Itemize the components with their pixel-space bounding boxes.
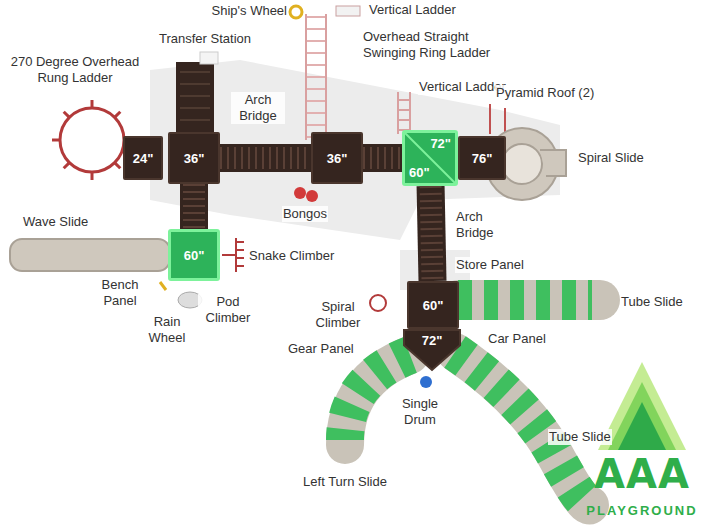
part-label: Store Panel: [455, 257, 525, 273]
part-label: Tube Slide: [620, 294, 684, 310]
part-label: Arch Bridge: [455, 209, 509, 241]
brand-logo-text: PLAYGROUND: [585, 503, 698, 519]
part-label: Bongos: [282, 206, 328, 222]
pyramid-roof: [490, 104, 505, 134]
pod-climber: [160, 282, 202, 308]
part-label: Overhead Straight Swinging Ring Ladder: [362, 29, 504, 61]
wave-slide: [10, 239, 170, 271]
deck-height: 60": [421, 298, 446, 313]
arch-bridge: [180, 184, 208, 229]
part-label: Left Turn Slide: [302, 474, 388, 490]
part-label: 270 Degree Overhead Rung Ladder: [4, 54, 146, 86]
arch-bridge: [431, 186, 433, 281]
deck-height: 36": [182, 151, 207, 166]
vertical-ladder: [398, 92, 410, 134]
deck-height: 72": [428, 136, 453, 151]
part-label: Wave Slide: [22, 214, 89, 230]
deck-height: 72": [420, 333, 445, 348]
part-label: Tube Slide: [548, 429, 612, 445]
part-label: Transfer Station: [158, 31, 252, 47]
ships-wheel: [290, 6, 302, 18]
bridge-planks: [220, 147, 311, 169]
bridge-planks: [431, 186, 433, 281]
deck-height: 60": [407, 165, 432, 180]
part-label: Bench Panel: [93, 277, 147, 309]
deck-platform: 24": [123, 136, 163, 180]
arch-bridge: [363, 144, 402, 172]
bridge-planks: [183, 184, 205, 229]
part-label: Single Drum: [393, 396, 447, 428]
deck-platform: 72": [404, 330, 460, 370]
bongos: [294, 187, 318, 202]
arch-bridge: [220, 144, 311, 172]
part-label: Gear Panel: [287, 341, 355, 357]
spiral-climber: [370, 295, 386, 311]
brand-logo-text: AAA: [593, 452, 691, 496]
deck-platform: 60": [407, 281, 459, 329]
part-label: Vertical Ladder: [368, 2, 457, 18]
deck-platform: 76": [458, 136, 506, 180]
deck-platform: 36": [311, 132, 363, 184]
deck-height: 60": [182, 248, 207, 263]
deck-platform: 36": [168, 132, 220, 184]
transfer-station: [176, 52, 218, 136]
deck-height: 36": [325, 151, 350, 166]
part-label: Vertical Ladder: [418, 79, 507, 95]
ring-ladder: [306, 6, 360, 140]
part-label: Rain Wheel: [140, 314, 194, 346]
rung-ladder: [52, 100, 124, 180]
deck-height: 76": [470, 151, 495, 166]
part-label: Pod Climber: [198, 294, 258, 326]
part-label: Ship's Wheel: [211, 3, 288, 19]
deck-height: 24": [131, 151, 156, 166]
deck-platform: 72" 60": [402, 130, 458, 186]
part-label: Spiral Climber: [308, 299, 368, 331]
snake-climber: [222, 238, 244, 272]
part-label: Arch Bridge: [231, 92, 285, 124]
part-label: Car Panel: [487, 331, 547, 347]
part-label: Snake Climber: [248, 248, 335, 264]
part-label: Pyramid Roof (2): [495, 85, 595, 101]
single-drum: [420, 376, 432, 388]
deck-platform: 60": [168, 229, 220, 281]
part-label: Spiral Slide: [577, 150, 645, 166]
bridge-planks: [363, 147, 402, 169]
